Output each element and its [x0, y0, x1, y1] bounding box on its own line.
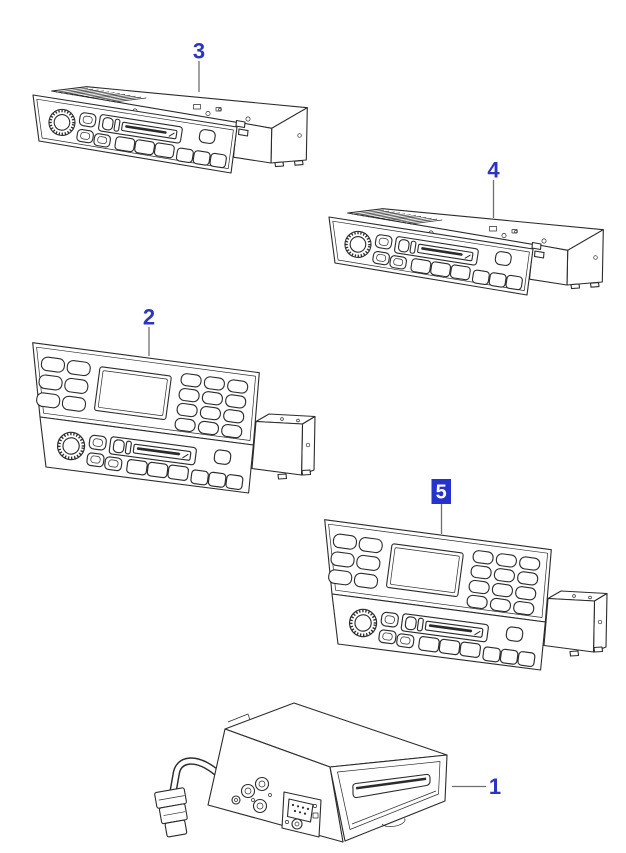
- callout-label-4[interactable]: 4: [487, 158, 500, 183]
- callout-label-5-group[interactable]: 5: [431, 479, 452, 504]
- callout-label-2[interactable]: 2: [143, 305, 155, 330]
- cd-slot: [352, 773, 431, 799]
- callout-label-5: 5: [436, 482, 447, 504]
- part-illustration-3[interactable]: [33, 87, 307, 173]
- callout-label-3[interactable]: 3: [193, 39, 205, 64]
- cable-connector: [154, 787, 188, 838]
- part-illustration-1[interactable]: [154, 702, 448, 843]
- rear-connectors: [231, 776, 272, 814]
- front-bezel: [337, 761, 441, 830]
- part-illustration-2[interactable]: [33, 343, 315, 493]
- callout-5-highlight: [431, 479, 451, 504]
- finger-notch: [381, 818, 406, 827]
- callout-label-1[interactable]: 1: [489, 774, 501, 799]
- dsub-connector: [281, 791, 322, 838]
- part-illustration-4[interactable]: [329, 209, 603, 295]
- part-illustration-5[interactable]: [325, 520, 607, 670]
